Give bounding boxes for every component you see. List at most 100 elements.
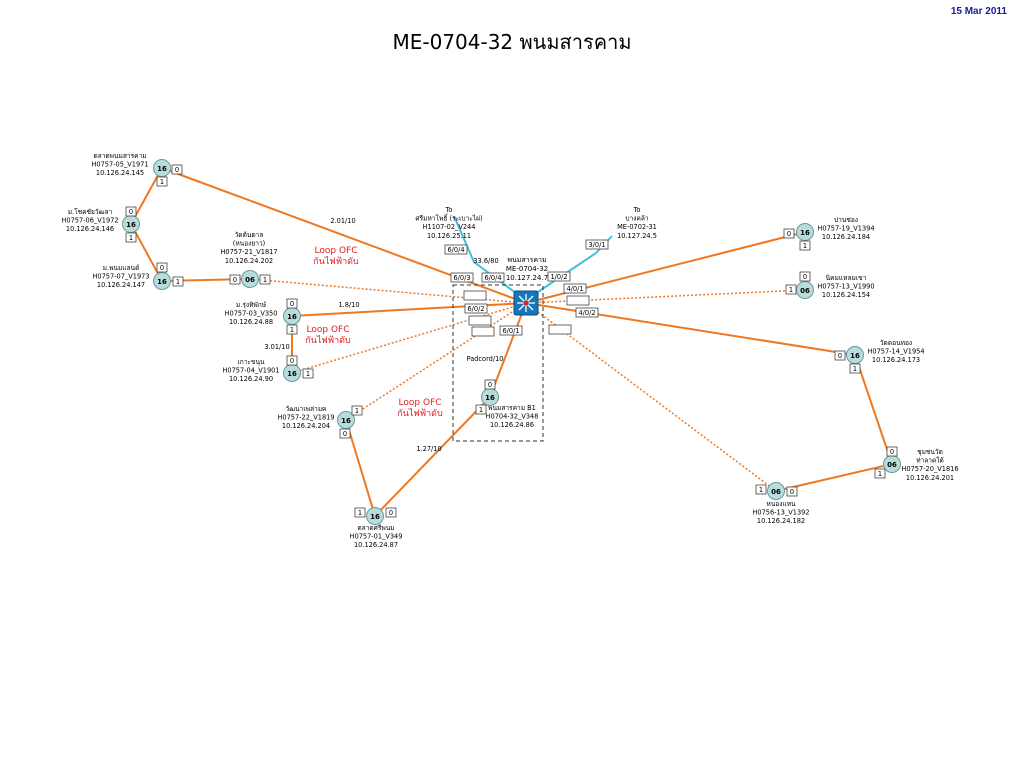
small-port-11: 1 bbox=[302, 368, 314, 379]
port-box-text: 0 bbox=[175, 166, 179, 174]
node-label-line: 10.126.24.182 bbox=[757, 517, 805, 525]
port-box-frame bbox=[286, 298, 298, 309]
node-label-line: 10.126.24.88 bbox=[229, 318, 273, 326]
port-box-text: 1 bbox=[160, 178, 164, 186]
port-box-text: 1 bbox=[878, 470, 882, 478]
node-label-line: H0757-03_V350 bbox=[225, 310, 278, 318]
node-label-line: H0757-01_V349 bbox=[350, 533, 403, 541]
port-box-frame bbox=[786, 486, 798, 497]
small-port-23: 1 bbox=[849, 363, 861, 374]
port-box-text: 6/0/2 bbox=[467, 305, 484, 313]
port-box-frame bbox=[585, 239, 609, 250]
link-label-5: 1.27/10 bbox=[416, 445, 441, 453]
port-box-frame bbox=[783, 228, 795, 239]
node-n8[interactable]: 16 bbox=[366, 507, 384, 525]
node-label-line: ปานช่อง bbox=[834, 216, 858, 224]
port-box-frame bbox=[874, 468, 886, 479]
node-n9[interactable]: 16 bbox=[481, 388, 499, 406]
port-box-frame bbox=[785, 284, 797, 295]
port-box-frame bbox=[464, 303, 488, 314]
loop-label-title: Loop OFC bbox=[399, 398, 442, 408]
node-n5[interactable]: 16 bbox=[283, 307, 301, 325]
empty-port-1 bbox=[566, 295, 590, 306]
port-box-text: 6/0/4 bbox=[447, 246, 464, 254]
node-n14[interactable]: 06 bbox=[767, 482, 785, 500]
port-box-text: 0 bbox=[290, 300, 294, 308]
loop-label-title: Loop OFC bbox=[307, 325, 350, 335]
small-port-10: 0 bbox=[286, 355, 298, 366]
hub-ip: 10.127.24.7 bbox=[506, 274, 548, 282]
node-label-line: H0757-20_V1816 bbox=[901, 465, 958, 473]
node-value: 16 bbox=[341, 417, 351, 425]
node-circle bbox=[241, 270, 259, 288]
small-port-12: 1 bbox=[351, 405, 363, 416]
empty-port-2 bbox=[468, 315, 492, 326]
node-n7[interactable]: 16 bbox=[337, 411, 355, 429]
hub-core bbox=[523, 300, 529, 306]
port-box-text: 6/0/1 bbox=[502, 327, 519, 335]
port-box-frame bbox=[548, 324, 572, 335]
node-label-line: ตลาดศรีพนม bbox=[357, 524, 394, 532]
port-box-text: 4/0/1 bbox=[566, 285, 583, 293]
node-n10[interactable]: 16 bbox=[796, 223, 814, 241]
small-port-19: 1 bbox=[799, 240, 811, 251]
uplink-port-1: 6/0/4 bbox=[444, 244, 468, 255]
node-value: 16 bbox=[287, 313, 297, 321]
hub-port-5: 4/0/2 bbox=[575, 307, 599, 318]
node-n13[interactable]: 06 bbox=[883, 455, 901, 473]
uplink-label-line: ศรีมหาโพธิ์ (ระเบาะไผ่) bbox=[415, 214, 482, 223]
hub-switch-icon[interactable] bbox=[513, 290, 539, 316]
small-port-20: 0 bbox=[799, 271, 811, 282]
port-box-frame bbox=[499, 325, 523, 336]
node-value: 06 bbox=[887, 461, 897, 469]
node-label-line: ม.โชคชัยวัฒลา bbox=[68, 208, 113, 216]
uplink-label-line: ME-0702-31 bbox=[617, 223, 657, 231]
port-box-frame bbox=[286, 324, 298, 335]
port-box-frame bbox=[563, 283, 587, 294]
port-box-frame bbox=[385, 507, 397, 518]
node-value: 06 bbox=[245, 276, 255, 284]
small-port-0: 0 bbox=[171, 164, 183, 175]
node-label-line: 10.126.24.202 bbox=[225, 257, 273, 265]
node-n3[interactable]: 16 bbox=[153, 272, 171, 290]
node-value: 16 bbox=[157, 165, 167, 173]
uplink-label-line: H1107-02_V244 bbox=[423, 223, 476, 231]
port-box-text: 1 bbox=[853, 365, 857, 373]
node-n1[interactable]: 16 bbox=[153, 159, 171, 177]
node-n6[interactable]: 16 bbox=[283, 364, 301, 382]
port-box-text: 0 bbox=[129, 208, 133, 216]
port-box-frame bbox=[354, 507, 366, 518]
node-value: 16 bbox=[370, 513, 380, 521]
port-box-frame bbox=[799, 271, 811, 282]
link-label-1: 1.8/10 bbox=[338, 301, 359, 309]
loop-link-n6-hub bbox=[291, 302, 527, 374]
node-label-line: H0757-22_V1819 bbox=[277, 414, 334, 422]
node-n11[interactable]: 06 bbox=[796, 281, 814, 299]
port-box-frame bbox=[471, 326, 495, 337]
node-value: 16 bbox=[485, 394, 495, 402]
small-port-7: 1 bbox=[259, 274, 271, 285]
date-label: 15 Mar 2011 bbox=[950, 6, 1007, 17]
hub-code: ME-0704-32 bbox=[506, 265, 548, 273]
port-box-text: 1 bbox=[290, 326, 294, 334]
port-box-text: 6/0/3 bbox=[453, 274, 470, 282]
hub-name: พนมสารคาม bbox=[507, 256, 546, 264]
small-port-18: 0 bbox=[783, 228, 795, 239]
small-port-1: 1 bbox=[156, 176, 168, 187]
small-port-21: 1 bbox=[785, 284, 797, 295]
small-port-4: 0 bbox=[156, 262, 168, 273]
node-label-line: นิคมแหลมเขา bbox=[826, 274, 867, 282]
node-n2[interactable]: 16 bbox=[122, 215, 140, 233]
node-label-line: 10.126.24.154 bbox=[822, 291, 870, 299]
node-n12[interactable]: 16 bbox=[846, 346, 864, 364]
node-label-line: H0757-04_V1901 bbox=[222, 367, 279, 375]
node-label-line: วัดต้นตาล bbox=[235, 231, 264, 239]
node-label-line: H0757-14_V1954 bbox=[867, 348, 924, 356]
port-box-text: 1 bbox=[759, 486, 763, 494]
node-n4[interactable]: 06 bbox=[241, 270, 259, 288]
port-box-frame bbox=[566, 295, 590, 306]
loop-label-subtitle: กันไฟฟ้าดับ bbox=[305, 335, 351, 346]
hub-port-6: 6/0/1 bbox=[499, 325, 523, 336]
uplink-label-line: To bbox=[633, 206, 641, 214]
